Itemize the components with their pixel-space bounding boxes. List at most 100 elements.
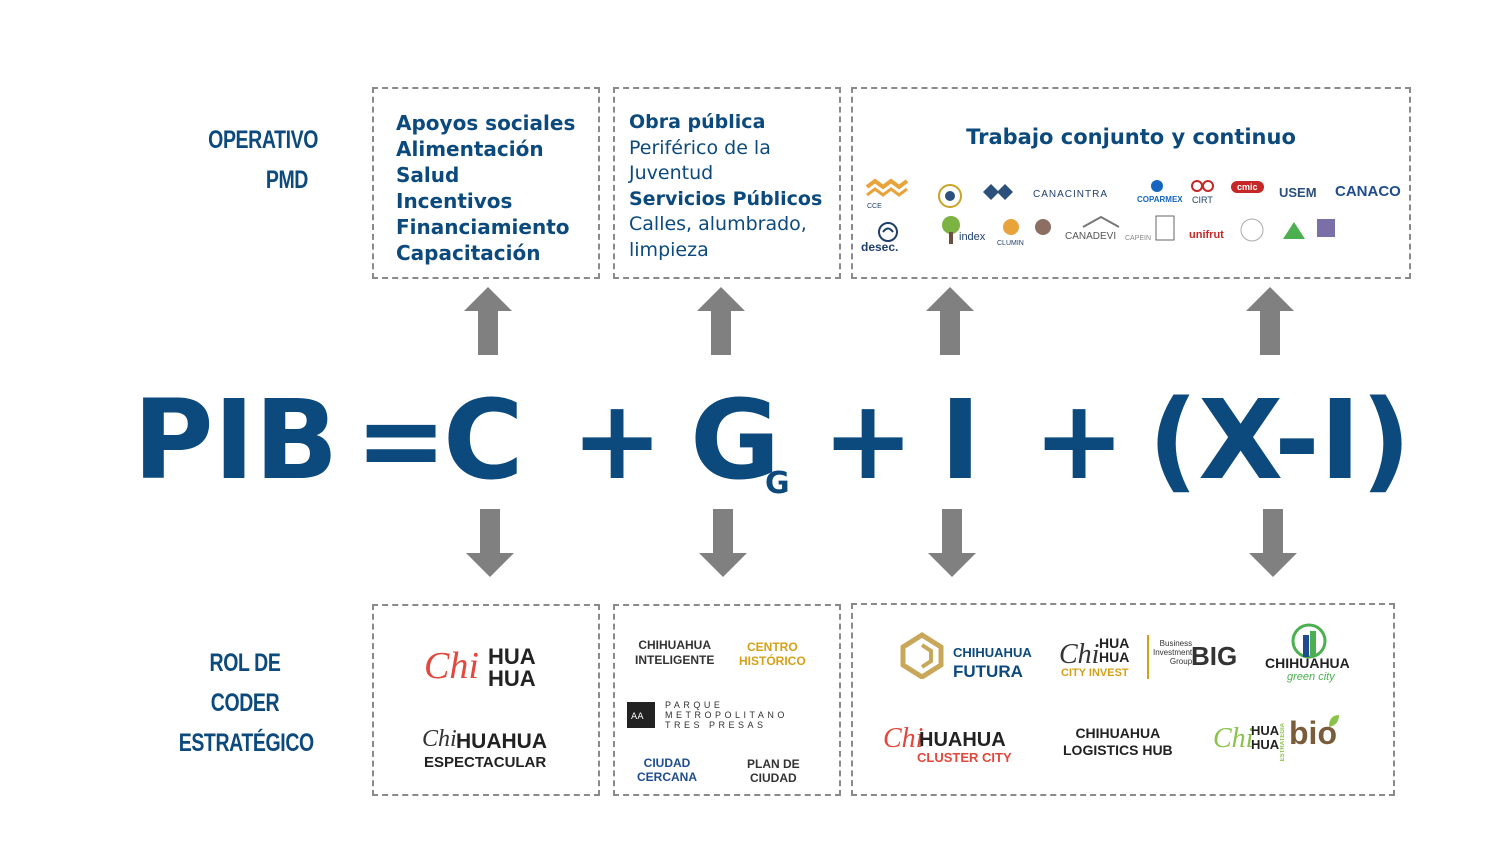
- diamond-logo-icon: [983, 184, 1013, 200]
- espectacular-logo-chi: Chi: [422, 726, 457, 752]
- eq-g-subscript: G: [765, 466, 790, 501]
- leaf-icon: [1329, 715, 1339, 727]
- chihuahua-logo-chi: Chi: [424, 645, 479, 687]
- big-small-1: Business: [1159, 639, 1193, 648]
- invest-chi: Chi: [1059, 639, 1100, 670]
- clumin-icon: [1003, 219, 1019, 235]
- plan-ciudad-logo: PLAN DE CIUDAD: [747, 757, 800, 785]
- calles: Calles, alumbrado,: [629, 213, 807, 235]
- eq-g: G: [690, 376, 781, 504]
- centro-l2: HISTÓRICO: [739, 654, 806, 668]
- operativo-line2: PMD: [265, 166, 309, 194]
- eq-equals: =: [355, 376, 448, 504]
- evm-icon: [1155, 215, 1175, 241]
- parque-l1: PARQUE: [665, 700, 724, 710]
- invest-hua2: HUA: [1099, 649, 1130, 665]
- eq-pib: PIB: [133, 376, 339, 504]
- bottom-box-c: Chi HUA HUA Chi HUAHUA ESPECTACULAR: [372, 604, 600, 796]
- capein-logo: CAPEIN: [1125, 235, 1152, 242]
- bio-hua2: HUA: [1251, 737, 1280, 752]
- operativo-line1: OPERATIVO: [208, 126, 319, 154]
- item-alimentacion: Alimentación: [396, 137, 544, 161]
- canacintra-logo: CANACINTRA: [1033, 189, 1109, 200]
- arrow-down-i: [928, 509, 976, 577]
- mountain-icon: [1283, 222, 1305, 239]
- index-logo: index: [959, 231, 986, 243]
- logistics-l2: LOGISTICS HUB: [1063, 742, 1173, 758]
- rol-label: ROL DE CODER ESTRATÉGICO: [178, 643, 315, 763]
- item-capacitacion: Capacitación: [396, 241, 541, 265]
- big-small-2: Investment: [1153, 648, 1193, 657]
- desec-logo: desec.: [861, 240, 899, 254]
- seal-icon: [938, 184, 962, 208]
- futura-logo: CHIHUAHUA FUTURA: [953, 643, 1032, 681]
- centro-l1: CENTRO: [747, 640, 798, 654]
- parque-logo: PARQUE METROPOLITANO TRES PRESAS: [665, 700, 788, 730]
- big-small: Business Investment Group: [1153, 639, 1192, 666]
- item-salud: Salud: [396, 163, 460, 187]
- plan-l2: CIUDAD: [750, 771, 797, 785]
- bottom-box-i: CHIHUAHUA FUTURA Chi HUA HUA CITY INVEST…: [851, 603, 1395, 796]
- invest-hua1: HUA: [1099, 635, 1130, 651]
- bio-chi: Chi: [1213, 723, 1254, 754]
- arrow-down-g: [699, 509, 747, 577]
- juventud: Juventud: [629, 162, 714, 184]
- limpieza: limpieza: [629, 238, 709, 261]
- unifrut-logo: unifrut: [1189, 229, 1224, 241]
- espectacular-logo-sub: ESPECTACULAR: [424, 754, 547, 771]
- green-city-l1: CHIHUAHUA: [1265, 655, 1350, 671]
- small-logo-icon-1: [1240, 218, 1264, 242]
- coparmex-icon: [1151, 180, 1163, 192]
- arrow-up-c: [464, 287, 512, 355]
- arrow-down-c: [466, 509, 514, 577]
- rol-line2: ESTRATÉGICO: [178, 729, 315, 757]
- cirt-icon: [1191, 180, 1214, 192]
- trabajo-title: Trabajo conjunto y continuo: [966, 125, 1296, 149]
- cluster-sub: CLUSTER CITY: [917, 750, 1012, 765]
- espectacular-logo-hua: HUAHUA: [456, 730, 547, 753]
- logistics-logo: CHIHUAHUA LOGISTICS HUB: [1063, 725, 1173, 759]
- item-incentivos: Incentivos: [396, 189, 513, 213]
- cercana-l1: CIUDAD: [643, 756, 691, 770]
- inteligente-l2: INTELIGENTE: [635, 653, 715, 667]
- futura-l2: FUTURA: [953, 662, 1023, 681]
- usem-logo: USEM: [1279, 185, 1317, 200]
- cluster-hua: HUAHUA: [919, 729, 1006, 751]
- parque-l2: METROPOLITANO: [665, 710, 788, 720]
- rol-line1: ROL DE CODER: [209, 649, 281, 717]
- eq-plus-3: +: [1033, 376, 1126, 504]
- chihuahua-logo-hua1: HUA: [488, 644, 536, 669]
- obra-publica: Obra pública: [629, 111, 766, 133]
- eq-i: I: [940, 376, 981, 504]
- servicios-publicos: Servicios Públicos: [629, 187, 823, 210]
- arrow-up-i: [926, 287, 974, 355]
- desec-icon: [878, 222, 898, 242]
- arrow-up-g: [697, 287, 745, 355]
- operativo-label: OPERATIVO PMD: [208, 120, 319, 200]
- item-financiamiento: Financiamiento: [396, 215, 570, 239]
- chihuahua-logo-hua2: HUA: [488, 666, 536, 691]
- cirt-logo: CIRT: [1192, 195, 1213, 205]
- box-inversion: Trabajo conjunto y continuo CCE CANACINT…: [851, 87, 1411, 279]
- coparmex-logo: COPARMEX: [1137, 195, 1183, 204]
- eq-plus-1: +: [571, 376, 664, 504]
- bio-side: ESTRATEGIA: [1280, 723, 1286, 762]
- canadevi-logo: CANADEVI: [1065, 231, 1117, 242]
- tree-icon: [942, 216, 960, 244]
- futura-l1: CHIHUAHUA: [953, 645, 1032, 660]
- canaco-logo: CANACO: [1335, 183, 1401, 200]
- clumin-logo: CLUMIN: [997, 240, 1024, 247]
- green-city-l2: green city: [1287, 671, 1335, 683]
- bottom-box-g: CHIHUAHUA INTELIGENTE CENTRO HISTÓRICO A…: [613, 604, 841, 796]
- periferico: Periférico de la: [629, 136, 771, 159]
- round-seal-icon: [1035, 219, 1051, 235]
- cmic-logo: cmic: [1231, 181, 1264, 193]
- arrow-up-xi: [1246, 287, 1294, 355]
- bio-hua1: HUA: [1251, 723, 1280, 738]
- cluster-chi: Chi: [883, 723, 924, 754]
- logistics-l1: CHIHUAHUA: [1075, 725, 1161, 741]
- eq-plus-2: +: [822, 376, 915, 504]
- cce-logo-text: CCE: [867, 203, 882, 210]
- inteligente-l1: CHIHUAHUA: [638, 638, 711, 652]
- ciudad-cercana-logo: CIUDAD CERCANA: [637, 756, 697, 784]
